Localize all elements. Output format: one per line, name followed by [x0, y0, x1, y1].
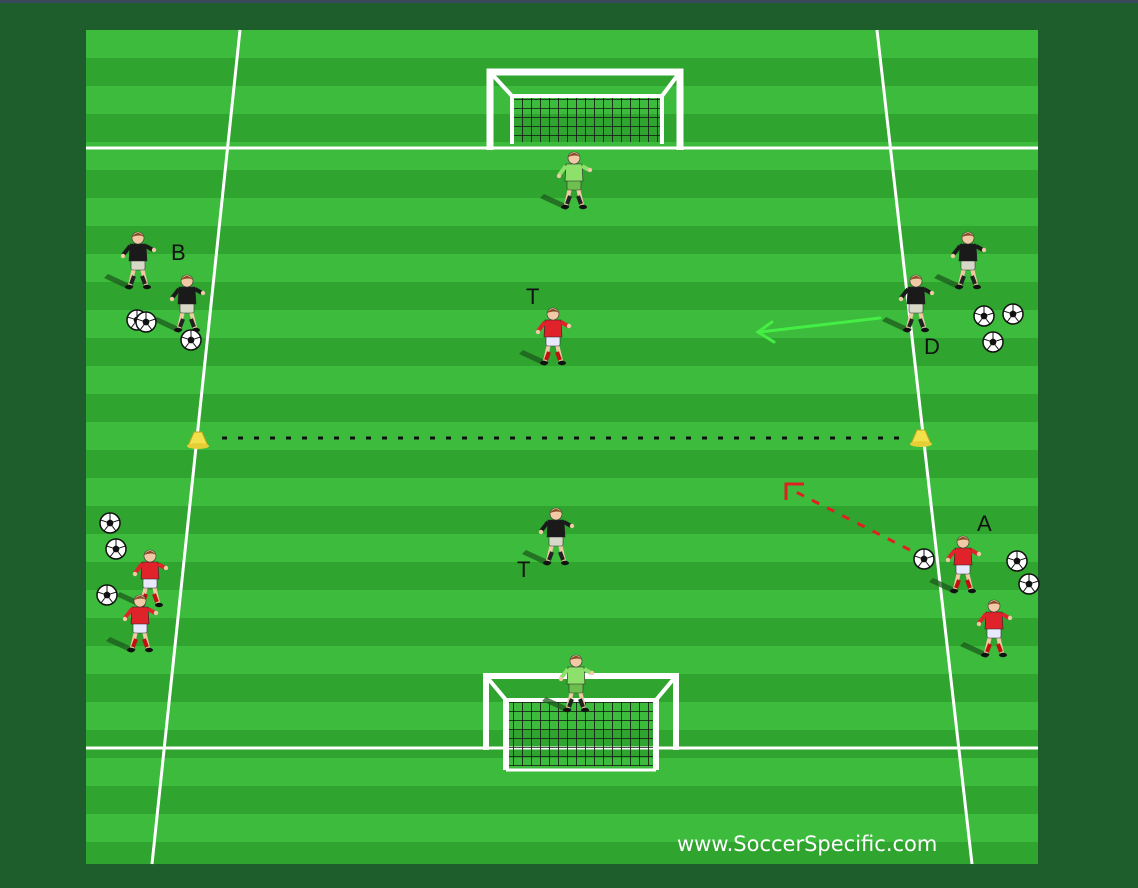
target-player-top-player-icon — [519, 307, 572, 366]
grass-stripe — [86, 170, 1038, 198]
player-a-2-player-icon — [960, 599, 1013, 658]
grass-stripe — [86, 618, 1038, 646]
player-left-2-player-icon — [106, 594, 159, 653]
player-d-1-player-icon — [934, 231, 987, 290]
label-target-top: T — [526, 284, 539, 309]
right-side-line — [875, 29, 974, 865]
player-d-2-player-icon — [882, 274, 935, 333]
grass-stripe — [86, 842, 1038, 864]
soccer-ball-icon — [135, 311, 157, 333]
grass-stripe — [86, 282, 1038, 310]
label-target-bottom: T — [517, 557, 530, 582]
grass-stripe — [86, 226, 1038, 254]
top-goal-net-icon — [486, 68, 684, 150]
green-arrow — [755, 316, 882, 344]
watermark: www.SoccerSpecific.com — [677, 832, 937, 856]
target-player-bottom-player-icon — [522, 507, 575, 566]
soccer-ball-icon — [982, 331, 1004, 353]
player-a-1-player-icon — [929, 535, 982, 594]
grass-stripe — [86, 814, 1038, 842]
label-a: A — [977, 511, 992, 536]
players-layer — [104, 151, 1013, 713]
label-d: D — [924, 334, 940, 359]
soccer-ball-icon — [180, 329, 202, 351]
grass-stripe — [86, 478, 1038, 506]
grass-stripe — [86, 786, 1038, 814]
soccer-ball-icon — [105, 538, 127, 560]
grass-stripe — [86, 562, 1038, 590]
grass-stripe — [86, 366, 1038, 394]
soccer-ball-icon — [99, 512, 121, 534]
soccer-ball-icon — [1018, 573, 1040, 595]
soccer-ball-icon — [1002, 303, 1024, 325]
grass-stripe — [86, 646, 1038, 674]
player-b-1-player-icon — [104, 231, 157, 290]
grass-stripe — [86, 394, 1038, 422]
soccer-ball-icon — [913, 548, 935, 570]
grass-stripe — [86, 590, 1038, 618]
grass-stripe — [86, 450, 1038, 478]
grass-stripe — [86, 30, 1038, 58]
soccer-ball-icon — [1006, 550, 1028, 572]
grass-stripe — [86, 422, 1038, 450]
player-b-2-player-icon — [153, 274, 206, 333]
goalkeeper-top-player-icon — [540, 151, 593, 210]
red-dashed-arrow — [784, 482, 911, 552]
soccer-ball-icon — [973, 305, 995, 327]
label-b: B — [171, 240, 186, 265]
grass-stripe — [86, 254, 1038, 282]
soccer-ball-icon — [96, 584, 118, 606]
window-top-border — [0, 0, 1138, 3]
goalkeeper-bottom-player-icon — [542, 654, 595, 713]
